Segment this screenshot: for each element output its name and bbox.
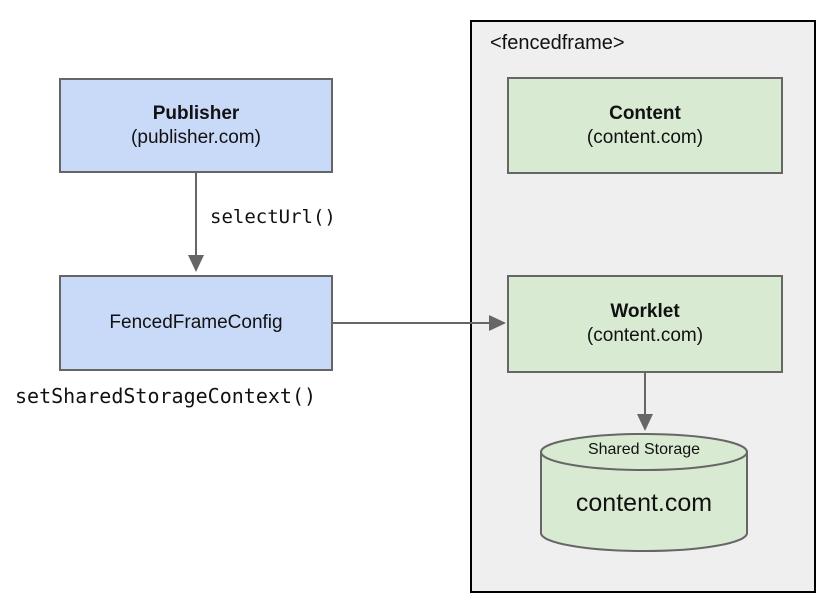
worklet-subtitle: (content.com) xyxy=(586,325,704,346)
set-shared-storage-context-label: setSharedStorageContext() xyxy=(15,384,317,408)
shared-storage-title: Shared Storage xyxy=(587,441,701,458)
shared-storage-origin: content.com xyxy=(575,489,713,517)
content-box: Content (content.com) xyxy=(507,77,783,174)
worklet-box: Worklet (content.com) xyxy=(507,275,783,373)
fencedframe-title: <fencedframe> xyxy=(490,32,625,54)
content-title: Content xyxy=(609,102,681,124)
select-url-label: selectUrl() xyxy=(210,206,336,228)
publisher-title: Publisher xyxy=(152,102,240,124)
publisher-subtitle: (publisher.com) xyxy=(131,126,261,148)
fencedframeconfig-label: FencedFrameConfig xyxy=(109,312,283,333)
worklet-title: Worklet xyxy=(610,301,680,322)
fencedframeconfig-box: FencedFrameConfig xyxy=(59,275,333,371)
arrow-publisher-to-config xyxy=(188,173,204,272)
content-subtitle: (content.com) xyxy=(586,126,704,148)
publisher-box: Publisher (publisher.com) xyxy=(59,78,333,173)
